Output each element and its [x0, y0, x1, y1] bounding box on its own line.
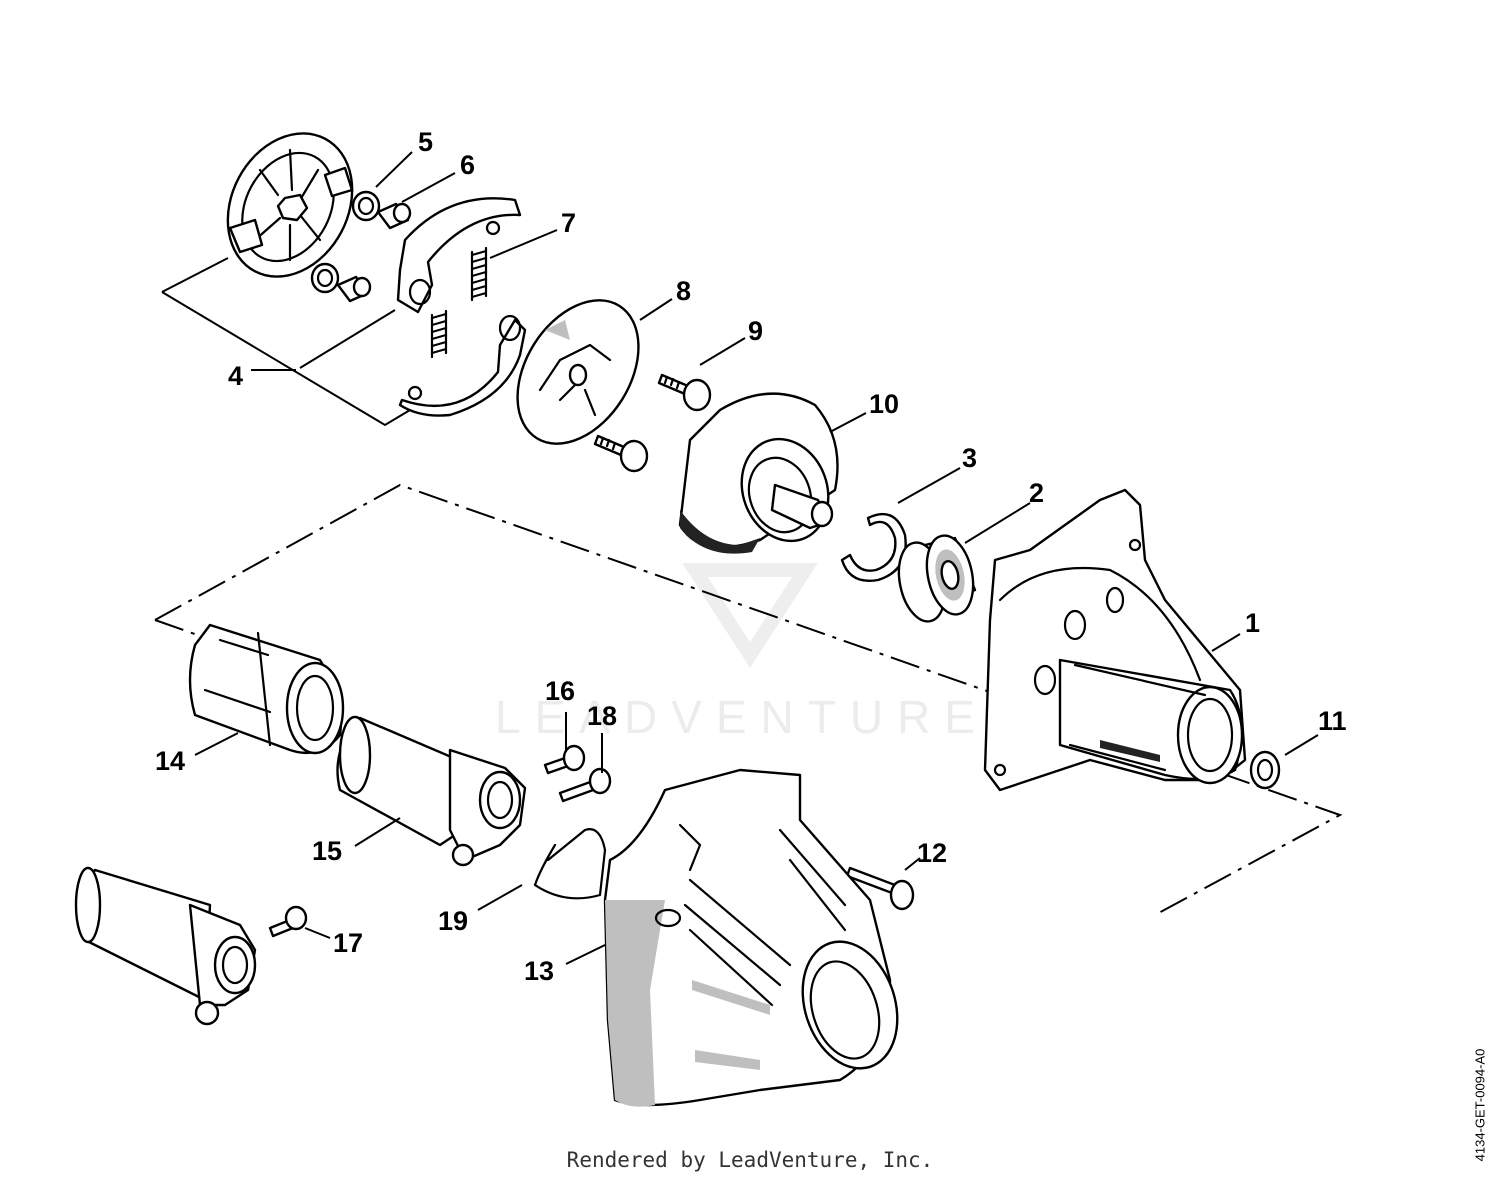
screw-16 [543, 744, 586, 775]
clutch-carrier-plate [226, 132, 354, 278]
footer-credit: Rendered by LeadVenture, Inc. [566, 1148, 934, 1172]
clutch-spring-lower [430, 309, 448, 359]
clutch-shoe-lower [398, 314, 527, 417]
part-label-17: 17 [333, 928, 363, 958]
part-label-10: 10 [869, 389, 899, 419]
part-label-6: 6 [460, 150, 475, 180]
part-label-8: 8 [676, 276, 691, 306]
clutch-housing [983, 488, 1247, 792]
drawing-code: 4134-GET-0094-A0 [1472, 1048, 1488, 1162]
part-label-7: 7 [561, 208, 576, 238]
part-label-12: 12 [917, 838, 947, 868]
part-label-1: 1 [1245, 608, 1260, 638]
bushing-lower [336, 275, 372, 303]
drawing-code-container: 4134-GET-0094-A0 [1470, 1035, 1490, 1175]
part-label-13: 13 [524, 956, 554, 986]
part-label-11: 11 [1318, 706, 1347, 736]
antivibration-sleeve [188, 623, 345, 755]
part-label-4: 4 [228, 361, 243, 391]
watermark-logo [682, 563, 818, 668]
bushing-upper [376, 202, 412, 230]
washer-lower [310, 262, 340, 294]
retaining-ring [840, 512, 907, 582]
part-label-5: 5 [418, 127, 433, 157]
leader-lines [194, 151, 1319, 965]
part-label-16: 16 [545, 676, 575, 706]
clutch-spring-upper [470, 246, 488, 302]
screw-18 [558, 767, 612, 803]
tube-adapter-main [336, 715, 527, 867]
part-label-2: 2 [1029, 478, 1044, 508]
washer-upper [351, 190, 381, 222]
clutch-shoe-upper [396, 197, 522, 314]
part-label-18: 18 [587, 701, 617, 731]
part-label-3: 3 [962, 443, 977, 473]
clutch-cover [603, 768, 899, 1107]
wire-clip [533, 828, 607, 900]
clutch-bracket [161, 257, 411, 427]
clutch-drum [678, 392, 839, 554]
screw-17 [268, 905, 308, 938]
part-label-14: 14 [155, 746, 185, 776]
thrust-plate [516, 299, 640, 445]
watermark: LEADVENTURE [495, 691, 989, 743]
ball-bearing [897, 534, 977, 623]
part-label-19: 19 [438, 906, 468, 936]
part-label-9: 9 [748, 316, 763, 346]
screw-upper [657, 373, 712, 412]
part-label-15: 15 [312, 836, 342, 866]
tube-adapter-secondary [74, 866, 257, 1026]
screw-lower [593, 434, 649, 473]
screw-12 [845, 866, 915, 911]
circlip [1249, 750, 1281, 790]
